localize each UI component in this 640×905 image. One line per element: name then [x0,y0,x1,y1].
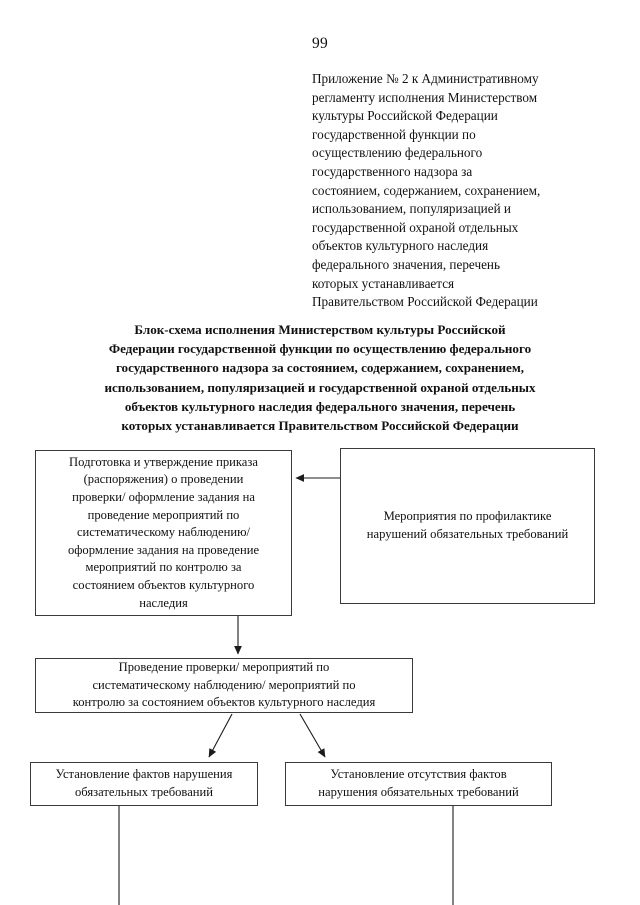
flow-node-conduct[interactable]: Проведение проверки/ мероприятий по сист… [35,658,413,713]
flow-node-line: нарушений обязательных требований [366,527,569,541]
appendix-note-line: государственной охраной отдельных [312,219,519,235]
appendix-note-line: осуществлению федерального [312,145,483,161]
page-title: Блок-схема исполнения Министерством куль… [70,320,570,435]
flow-node-line: обязательных требований [74,785,214,799]
flow-node-line: систематическому наблюдению/ мероприятий… [92,677,356,692]
flow-node-line: Подготовка и утверждение приказа [69,454,258,469]
page-number: 99 [312,35,328,52]
appendix-note-line: состоянием, содержанием, сохранением, [312,182,541,198]
edge-conduct-to-noviolation [299,713,326,758]
flow-node-line: (распоряжения) о проведении [83,472,244,487]
flow-node-line: Проведение проверки/ мероприятий по [118,660,330,675]
flow-node-line: Мероприятия по профилактике [383,509,552,524]
flow-node-noviolation[interactable]: Установление отсутствия фактов нарушения… [285,762,552,806]
page-title-line: объектов культурного наследия федерально… [124,398,516,414]
edge-conduct-to-violation [208,713,233,758]
appendix-note-line: государственного надзора за [312,163,473,179]
flow-node-line: Установление отсутствия фактов [330,767,507,782]
appendix-note-line: федерального значения, перечень [312,256,501,272]
flow-node-violation[interactable]: Установление фактов нарушения обязательн… [30,762,258,806]
flow-node-line: систематическому наблюдению/ [76,525,251,540]
appendix-note: Приложение № 2 к Административному регла… [312,70,602,312]
page-title-line: Федерации государственной функции по осу… [108,341,532,357]
appendix-note-line: культуры Российской Федерации [312,108,498,124]
appendix-note-line: регламенту исполнения Министерством [312,89,538,105]
appendix-note-line: Приложение № 2 к Административному [312,71,539,86]
flow-node-line: проверки/ оформление задания на [72,490,255,505]
flow-node-line: оформление задания на проведение [67,542,260,557]
appendix-note-line: использованием, популяризацией и [312,201,511,217]
appendix-note-line: государственной функции по [312,126,476,142]
page-title-line: Блок-схема исполнения Министерством куль… [134,322,506,337]
flow-node-line: контролю за состоянием объектов культурн… [72,695,376,710]
flow-node-line: Установление фактов нарушения [55,767,233,782]
appendix-note-line: объектов культурного наследия [312,238,489,254]
flow-node-line: состоянием объектов культурного [72,577,255,592]
flow-node-line: наследия [139,595,188,610]
appendix-note-line: которых устанавливается [312,275,455,291]
page-title-line: которых устанавливается Правительством Р… [121,418,519,434]
flow-node-prevention[interactable]: Мероприятия по профилактике нарушений об… [340,448,595,604]
flow-node-line: проведение мероприятий по [87,507,240,522]
page-title-line: использованием, популяризацией и государ… [104,379,536,395]
flow-node-prepare[interactable]: Подготовка и утверждение приказа (распор… [35,450,292,616]
appendix-note-line: Правительством Российской Федерации [312,294,538,310]
flow-node-line: нарушения обязательных требований [318,785,519,799]
flow-node-line: мероприятий по контролю за [85,560,242,575]
page-title-line: государственного надзора за состоянием, … [115,360,525,376]
